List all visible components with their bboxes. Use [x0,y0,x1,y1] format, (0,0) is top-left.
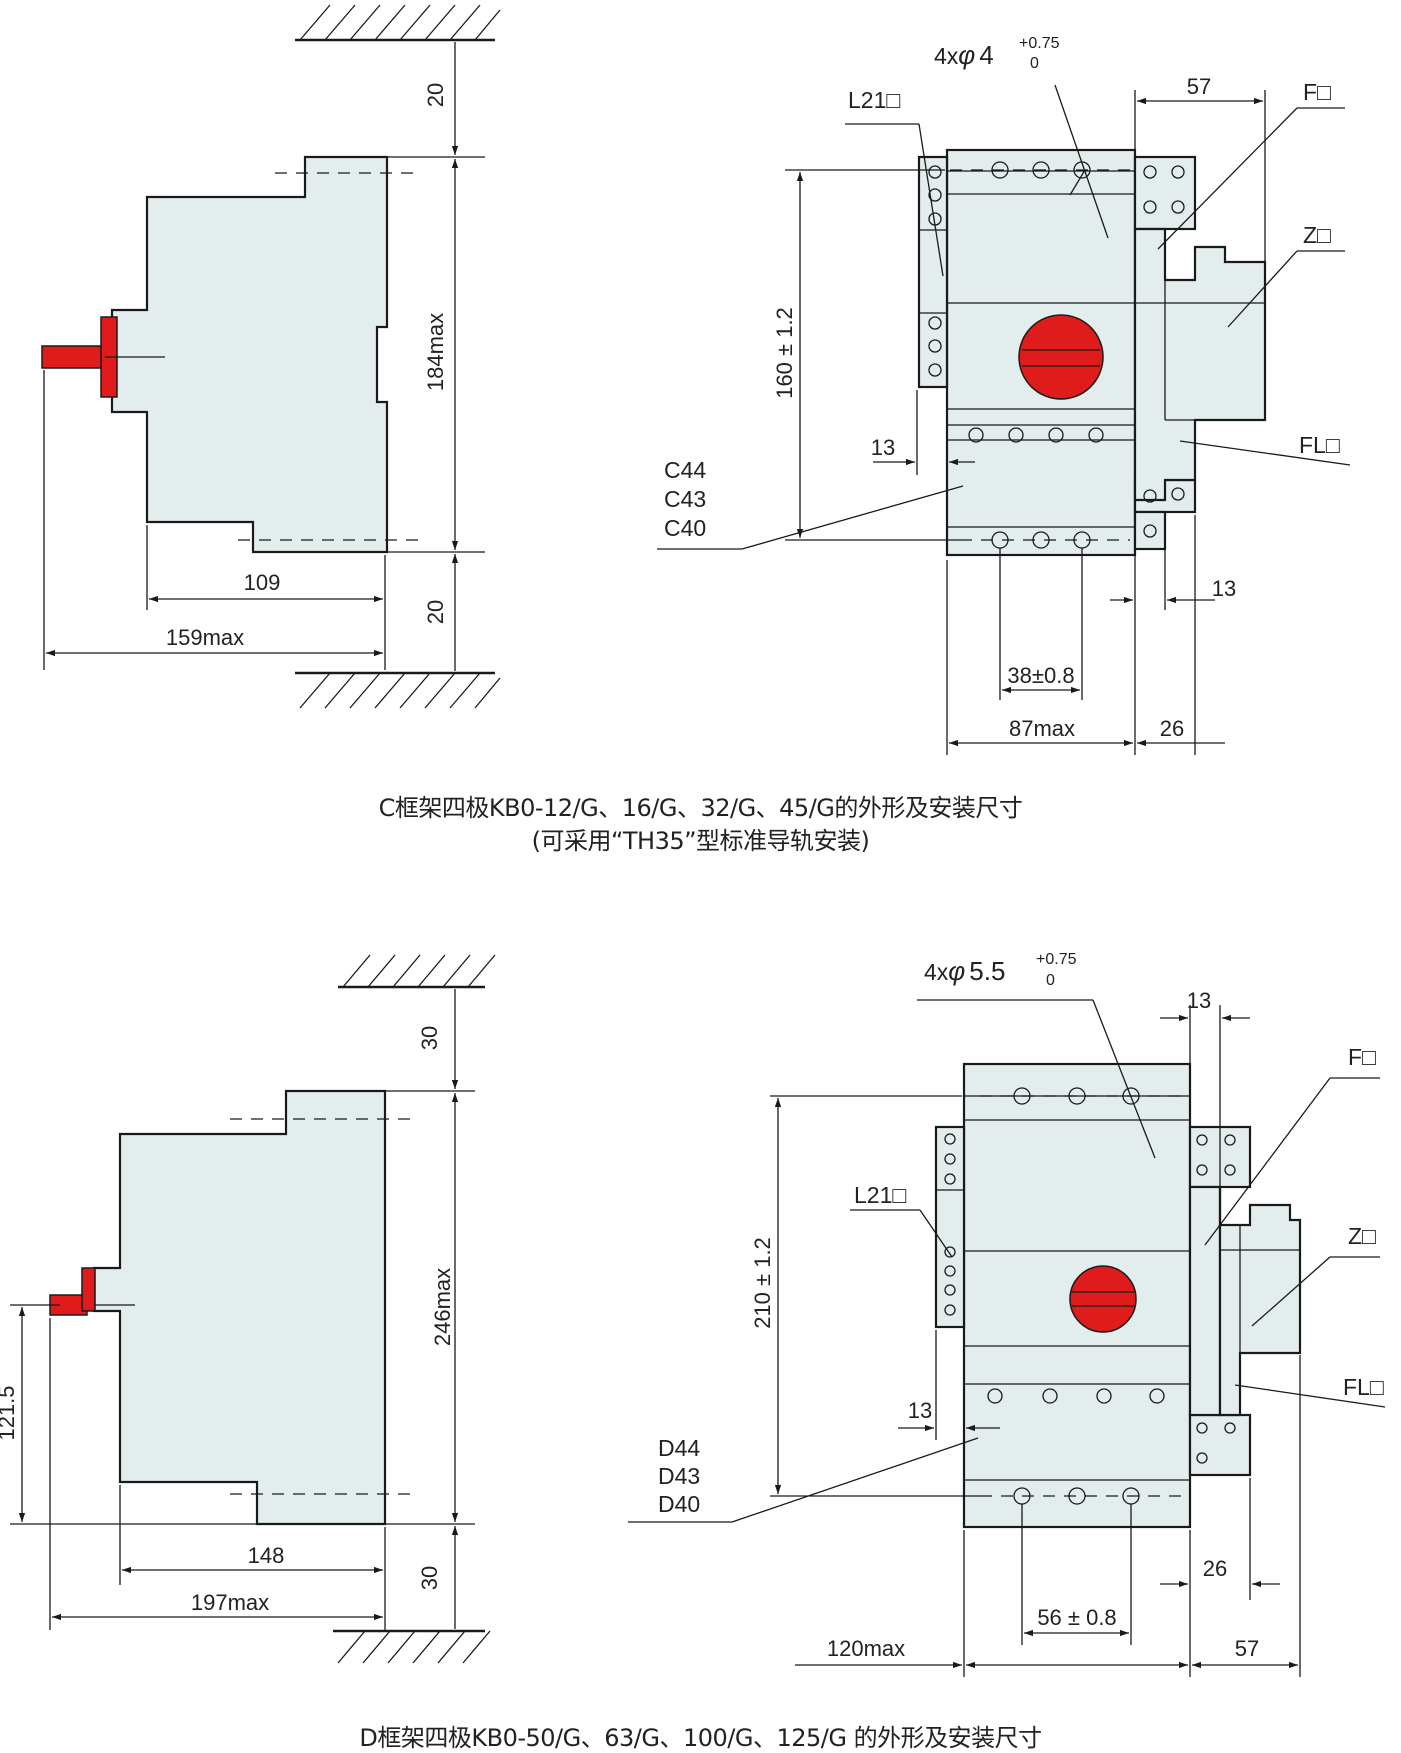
d-front-fl-block [1188,1413,1252,1477]
d-front-dim-210: 210 ± 1.2 [750,1237,775,1329]
d-front-label-d44: D44 [658,1435,700,1461]
d-side-body [92,1089,387,1526]
c-side-dim-total: 159max [166,625,244,650]
d-side-dim-height: 246max [430,1268,455,1346]
c-front-red-knob [1018,314,1104,400]
c-front-label-fl: FL□ [1299,432,1340,458]
c-front-hole-tol-upper: +0.75 [1019,35,1060,52]
c-front-label-l21: L21□ [848,87,900,113]
d-side-dim-depth: 148 [248,1543,285,1568]
c-side-dim-top: 20 [423,83,448,107]
c-front-dim-13-left: 13 [871,435,895,460]
wall-hatch-bottom [295,671,501,709]
c-front-z-block [1133,227,1267,502]
c-side-dim-height: 184max [423,313,448,391]
d-front-dim-120: 120max [827,1636,905,1661]
wall-hatch-top-d [338,954,496,989]
d-side-dim-bottom: 30 [417,1566,442,1590]
d-front-label-f: F□ [1348,1044,1376,1070]
d-front-label-fl: FL□ [1343,1374,1384,1400]
c-front-hole-tol-lower: 0 [1030,55,1039,72]
d-front-red-knob [1069,1265,1137,1333]
d-side-handle-grip [81,1267,96,1312]
top-caption-line2: (可采用“TH35”型标准导轨安装) [531,827,870,855]
d-front-terminal-screws [944,1133,1236,1464]
c-side-handle-shaft [41,345,105,369]
d-frame-front-view: 210 ± 1.2 13 13 26 56 ± 0.8 120max 57 4x… [628,951,1386,1677]
c-frame-side-view: 20 184max 20 109 159max [41,4,501,709]
d-front-hole-tol-upper: +0.75 [1036,951,1077,968]
c-front-dim-57: 57 [1187,74,1211,99]
c-front-l21-block [917,155,949,389]
c-front-label-z: Z□ [1303,222,1331,248]
c-front-dim-160: 160 ± 1.2 [772,307,797,399]
c-front-label-c43: C43 [664,486,706,512]
d-front-label-d43: D43 [658,1463,700,1489]
c-front-dim-26: 26 [1160,716,1184,741]
c-front-dim-87: 87max [1009,716,1075,741]
c-front-dim-13-right: 13 [1212,576,1236,601]
c-front-label-c40: C40 [664,515,706,541]
bottom-caption-line1: D框架四极KB0-50/G、63/G、100/G、125/G 的外形及安装尺寸 [359,1724,1042,1752]
c-front-dim-38: 38±0.8 [1007,663,1074,688]
d-side-dim-left: 121.5 [0,1385,19,1440]
d-front-l21-block [934,1125,966,1329]
d-front-label-z: Z□ [1348,1223,1376,1249]
c-front-fl-lower [1133,510,1167,551]
d-front-dim-56: 56 ± 0.8 [1037,1605,1116,1630]
wall-hatch-top [295,4,501,42]
c-side-dim-bottom: 20 [423,600,448,624]
d-front-label-d40: D40 [658,1491,700,1517]
d-front-dim-13-left: 13 [908,1398,932,1423]
c-front-f-block [1133,155,1197,231]
c-front-label-f: F□ [1303,79,1331,105]
c-front-label-c44: C44 [664,457,706,483]
d-front-z-block [1218,1187,1302,1417]
d-front-dim-13-top: 13 [1187,988,1211,1013]
d-side-dim-total: 197max [191,1590,269,1615]
c-side-body [110,155,389,554]
d-front-dim-26: 26 [1203,1556,1227,1581]
d-front-hole-tol-lower: 0 [1046,972,1055,989]
d-frame-side-view: 30 246max 30 121.5 148 197max [0,954,496,1664]
top-caption-line1: C框架四极KB0-12/G、16/G、32/G、45/G的外形及安装尺寸 [378,794,1023,822]
wall-hatch-bottom-d [333,1629,491,1664]
d-front-mid-strip [1188,1185,1222,1417]
d-front-dim-57: 57 [1235,1636,1259,1661]
c-side-dim-depth: 109 [244,570,281,595]
d-front-label-l21: L21□ [854,1182,906,1208]
d-side-dim-top: 30 [417,1026,442,1050]
